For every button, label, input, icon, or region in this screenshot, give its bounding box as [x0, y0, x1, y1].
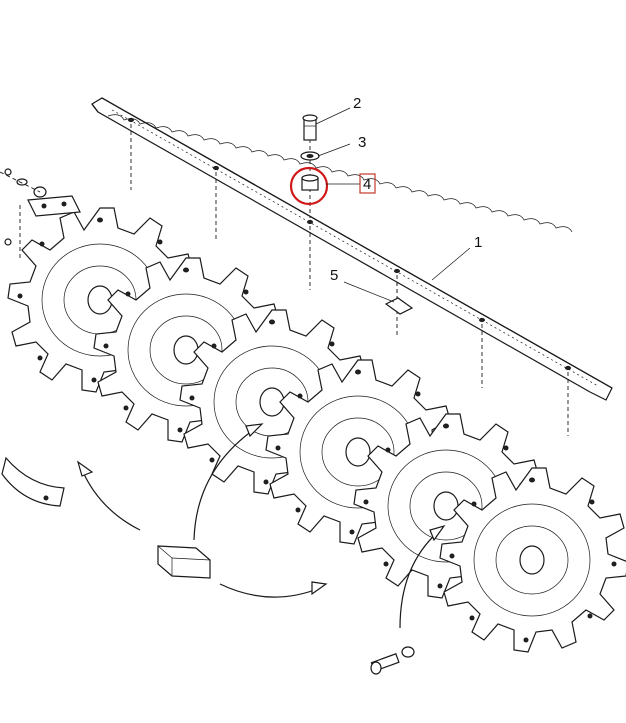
- motion-arrows: [76, 423, 446, 629]
- callout-box-4: [359, 173, 376, 194]
- bolt-part: [302, 114, 318, 141]
- callout-label-5: 5: [330, 267, 338, 284]
- block-part: [157, 545, 211, 579]
- nut-part: [301, 174, 319, 191]
- leader-lines: [315, 107, 471, 303]
- callout-label-3: 3: [358, 134, 366, 151]
- clip-part: [384, 282, 414, 315]
- bottom-bolt: [370, 646, 415, 675]
- callout-label-2: 2: [353, 95, 361, 112]
- callout-label-1: 1: [474, 234, 482, 251]
- washer-part: [300, 151, 320, 161]
- curved-guard-plate: [1, 456, 65, 507]
- highlight-circle: [289, 166, 329, 206]
- left-hardware: [0, 168, 81, 260]
- callout-label-4: 4: [363, 176, 371, 193]
